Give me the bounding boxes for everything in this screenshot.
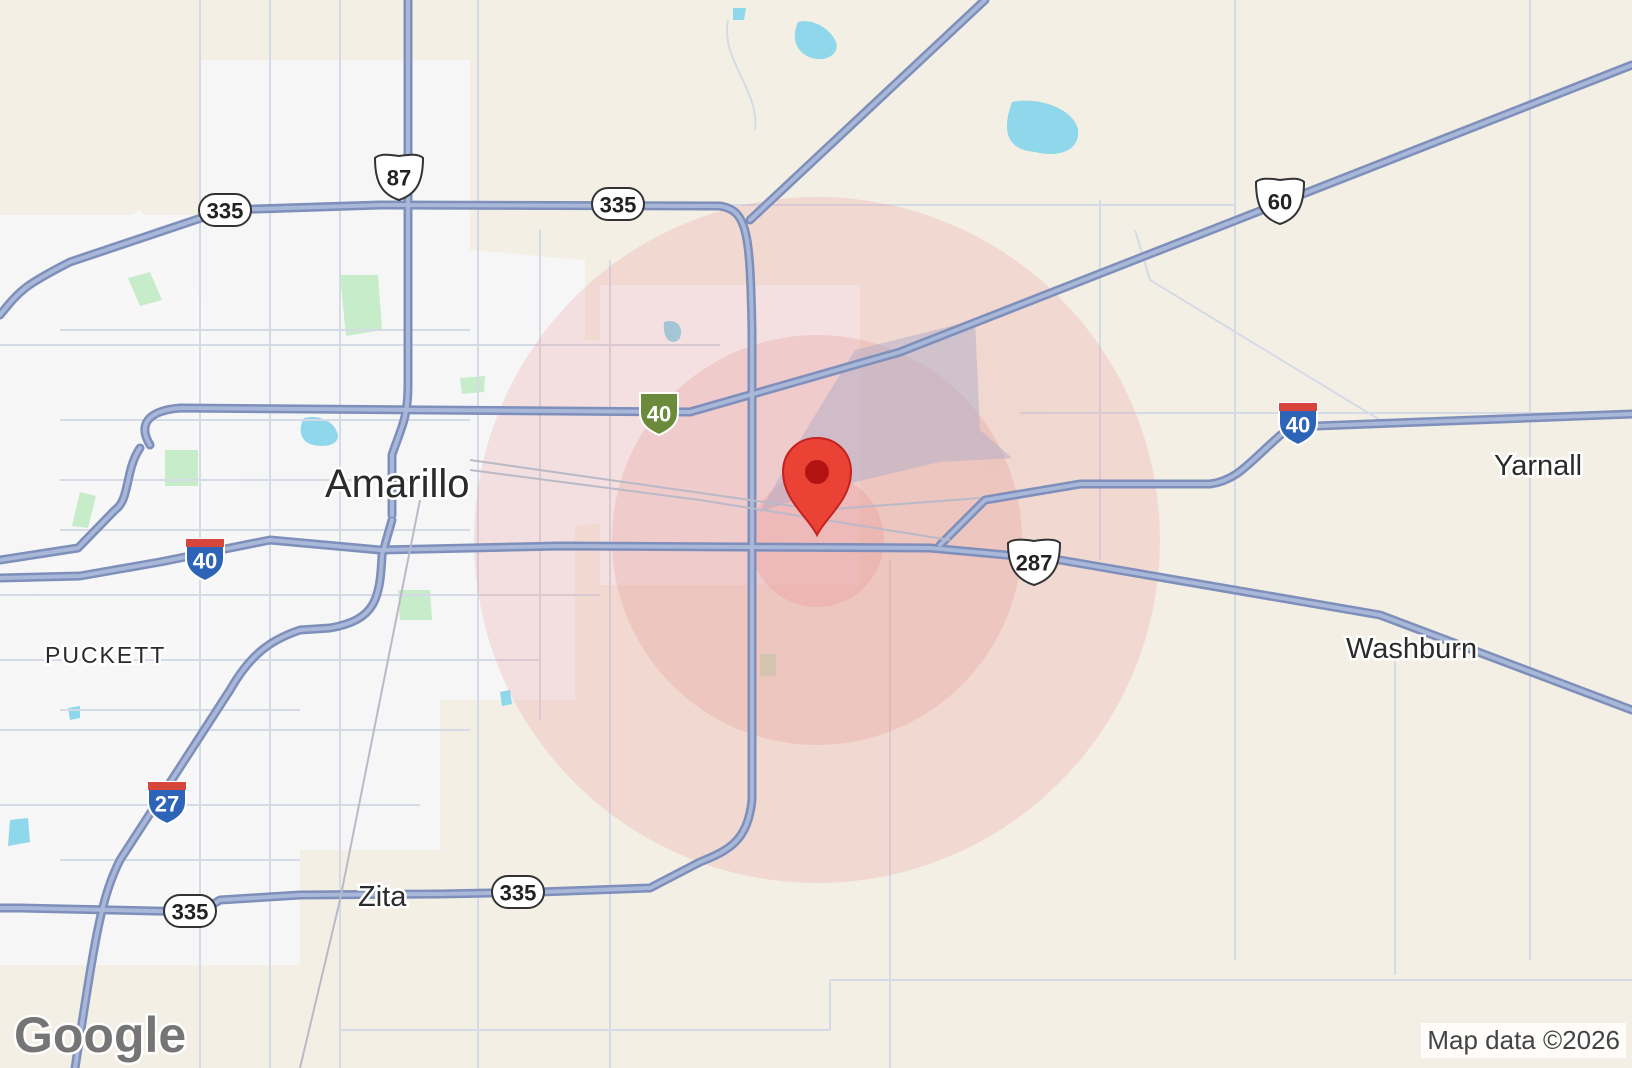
place-label-yarnall: Yarnall: [1494, 450, 1582, 482]
interstate-40-shield-west[interactable]: 40: [185, 538, 225, 583]
water-bodies: [8, 8, 1079, 846]
map-attribution[interactable]: Map data ©2026: [1421, 1023, 1626, 1058]
us-60-number: 60: [1268, 190, 1292, 215]
loop-335-number-south: 335: [500, 881, 537, 906]
us-287-number: 287: [1016, 551, 1053, 576]
us-287-shield[interactable]: 287: [1006, 538, 1062, 587]
interstate-40-business-shield[interactable]: 40: [639, 392, 679, 437]
interstate-40-number-east: 40: [1286, 413, 1310, 438]
place-label-puckett: PUCKETT: [45, 642, 166, 668]
place-label-amarillo: Amarillo: [325, 462, 469, 506]
loop-335-shield-north[interactable]: 335: [591, 187, 645, 221]
outer-radius-ring: [474, 197, 1160, 883]
interstate-27-shield[interactable]: 27: [147, 781, 187, 826]
parks: [72, 272, 776, 676]
interstate-40-shield-east[interactable]: 40: [1278, 402, 1318, 447]
place-label-washburn: Washburn: [1346, 633, 1477, 665]
interstate-27-number: 27: [155, 792, 179, 817]
us-87-shield[interactable]: 87: [373, 153, 425, 202]
loop-335-number-southwest: 335: [172, 900, 209, 925]
interstate-40-business-number: 40: [647, 402, 671, 427]
loop-335-shield-south[interactable]: 335: [491, 875, 545, 909]
loop-335-shield-southwest[interactable]: 335: [163, 894, 217, 928]
loop-335-number-north: 335: [600, 193, 637, 218]
google-logo: Google: [14, 1007, 186, 1063]
middle-radius-ring: [612, 335, 1022, 745]
us-87-number: 87: [387, 166, 411, 191]
place-label-zita: Zita: [358, 881, 407, 913]
interstate-40-number-west: 40: [193, 549, 217, 574]
map-pin-icon[interactable]: [781, 436, 853, 538]
search-radius-rings: [474, 197, 1160, 883]
loop-335-shield-west[interactable]: 335: [198, 193, 252, 227]
loop-335-number-west: 335: [207, 199, 244, 224]
us-60-shield[interactable]: 60: [1254, 177, 1306, 226]
inner-radius-ring: [750, 473, 884, 607]
